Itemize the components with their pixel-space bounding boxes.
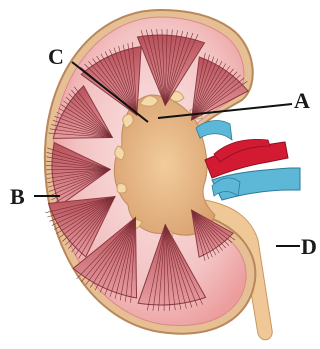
label-b: B	[10, 184, 25, 209]
label-a: A	[294, 88, 310, 113]
label-c: C	[48, 44, 64, 69]
label-d: D	[301, 234, 317, 259]
